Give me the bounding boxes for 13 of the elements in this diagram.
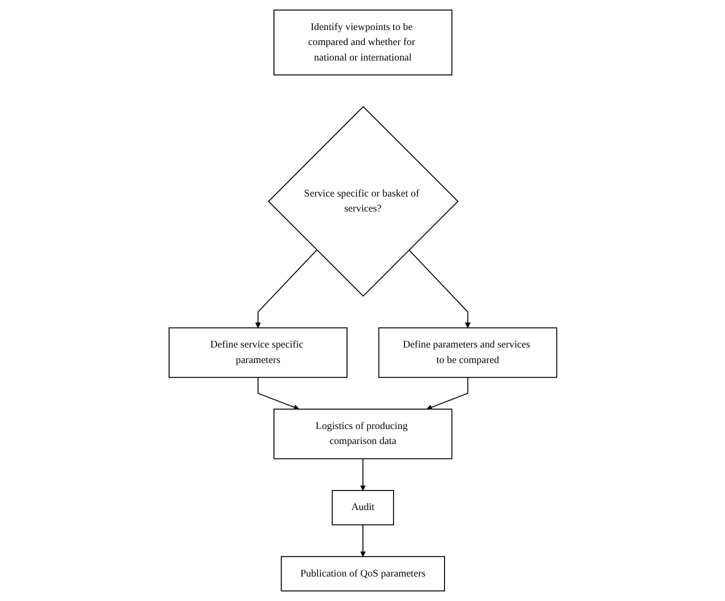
arrow — [257, 376, 299, 410]
arrow — [408, 249, 470, 328]
node-diamond: Service specific or basket of services? — [267, 106, 458, 297]
arrow — [254, 249, 317, 328]
node-box: Define parameters and services to be compared — [378, 327, 557, 378]
node-box: Logistics of producing comparison data — [273, 408, 452, 460]
arrow — [360, 524, 366, 557]
node-box: Identify viewpoints to be compared and whether for national or international — [273, 10, 452, 76]
arrow — [426, 376, 468, 410]
node-box: Define service specific parameters — [168, 327, 348, 378]
node-box: Audit — [331, 490, 394, 526]
arrow — [360, 458, 366, 491]
node-box: Publication of QoS parameters — [280, 556, 445, 592]
